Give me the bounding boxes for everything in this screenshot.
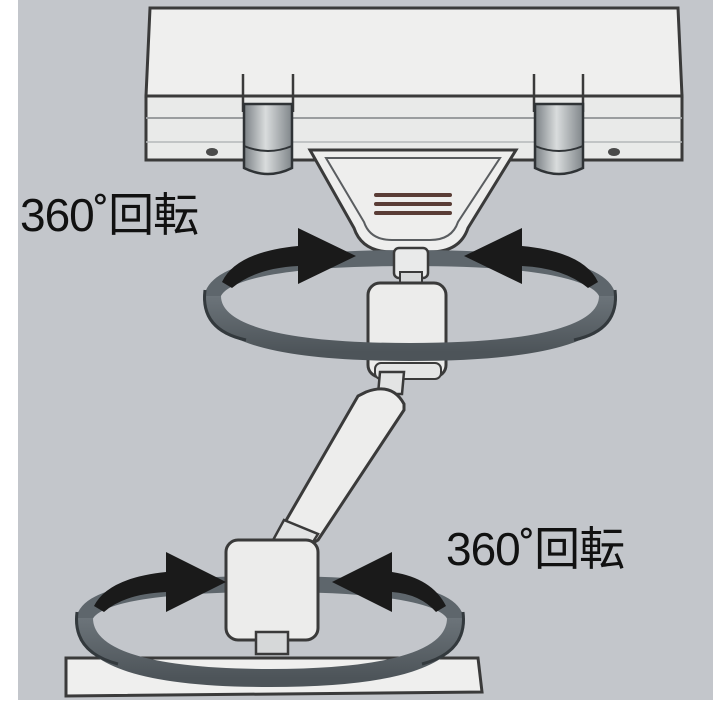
lower-left-arrow: [94, 552, 226, 612]
upper-rotation-ring-front: [203, 295, 617, 362]
upper-left-arrow: [222, 228, 356, 288]
screw-dot: [206, 148, 218, 156]
display-bracket: [307, 148, 519, 254]
vent-slot: [374, 193, 452, 197]
lower-joint: [224, 538, 320, 656]
ring-edge: [203, 289, 247, 342]
lower-joint-block: [224, 538, 320, 642]
ring-edge: [75, 611, 119, 666]
vent-slot: [374, 202, 452, 206]
rotation-label-lower: 360˚回転: [446, 523, 625, 575]
ring-edge: [421, 611, 465, 666]
left-clip: [241, 74, 295, 176]
arm-shaft: [282, 387, 406, 547]
vent-slot: [374, 211, 452, 215]
ring-edge: [573, 289, 617, 342]
upper-right-arrow: [464, 228, 598, 288]
lower-rotation-ring-front: [75, 617, 465, 688]
rotation-label-upper: 360˚回転: [20, 189, 199, 241]
right-clip: [532, 74, 585, 176]
connecting-arm: [270, 370, 406, 558]
display-unit: [144, 6, 684, 254]
lower-right-arrow: [332, 552, 446, 612]
display-bracket-inner: [324, 157, 502, 241]
screw-dot: [608, 148, 620, 156]
display-top-face: [144, 6, 684, 98]
